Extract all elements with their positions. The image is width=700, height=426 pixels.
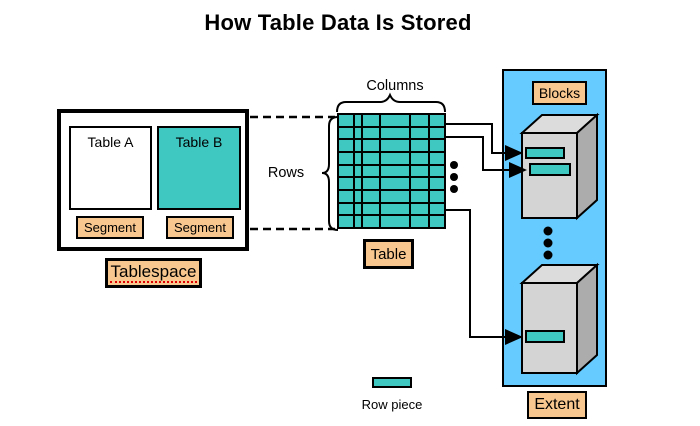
table-cell	[355, 140, 361, 151]
table-cell	[381, 153, 409, 164]
table-cell	[411, 216, 428, 227]
table-cell	[355, 203, 361, 215]
table-cell	[430, 140, 444, 151]
columns-brace	[336, 92, 446, 113]
table-cell	[363, 165, 379, 177]
segment-tag-b: Segment	[166, 216, 234, 239]
table-cell	[411, 140, 428, 151]
table-cell	[363, 178, 379, 189]
table-cell	[381, 191, 409, 202]
table-cell	[339, 216, 353, 227]
table-cell	[339, 127, 353, 139]
table-cell	[363, 203, 379, 215]
table-cell	[363, 127, 379, 139]
table-cell	[381, 127, 409, 139]
table-cell	[339, 191, 353, 202]
table-cell	[355, 127, 361, 139]
table-cell	[355, 153, 361, 164]
row-piece-swatch	[372, 377, 412, 388]
rows-brace	[321, 116, 339, 231]
table-cell	[355, 165, 361, 177]
table-cell	[430, 127, 444, 139]
table-cell	[339, 165, 353, 177]
table-cell	[339, 178, 353, 189]
tablespace-tag: Tablespace	[105, 258, 202, 288]
rows-annotation: Rows	[267, 165, 305, 181]
table-cell	[339, 115, 353, 126]
table-cell	[430, 178, 444, 189]
table-cell	[430, 203, 444, 215]
table-cell	[430, 115, 444, 126]
blocks-tag: Blocks	[532, 81, 587, 105]
table-cell	[363, 191, 379, 202]
table-cell	[411, 127, 428, 139]
row-piece-legend-label: Row piece	[361, 397, 423, 412]
table-cell	[430, 216, 444, 227]
table-cell	[381, 203, 409, 215]
table-cell	[411, 191, 428, 202]
table-cell	[339, 153, 353, 164]
table-tag: Table	[363, 239, 414, 269]
diagram-title: How Table Data Is Stored	[204, 10, 472, 35]
table-cell	[339, 203, 353, 215]
table-cell	[339, 140, 353, 151]
table-cell	[411, 153, 428, 164]
tablespace-tag-label: Tablespace	[110, 262, 197, 283]
table-cell	[363, 115, 379, 126]
table-cell	[355, 115, 361, 126]
table-cell	[363, 153, 379, 164]
columns-annotation: Columns	[366, 78, 424, 94]
table-cell	[411, 165, 428, 177]
table-cell	[363, 216, 379, 227]
table-cell	[411, 115, 428, 126]
tablespace-box: Table A Table B Segment Segment	[57, 109, 249, 251]
table-cell	[381, 140, 409, 151]
table-cell	[363, 140, 379, 151]
extent-container-box	[502, 69, 607, 387]
table-cell	[430, 191, 444, 202]
segment-tag-a: Segment	[76, 216, 144, 239]
table-cell	[381, 216, 409, 227]
table-ellipsis-icon	[450, 161, 458, 193]
table-b-label: Table B	[175, 134, 223, 150]
table-a-box: Table A	[69, 126, 152, 210]
table-cell	[411, 203, 428, 215]
table-cell	[355, 191, 361, 202]
table-grid	[337, 113, 446, 229]
table-a-label: Table A	[87, 134, 134, 150]
table-cell	[381, 165, 409, 177]
table-cell	[381, 178, 409, 189]
table-cell	[430, 153, 444, 164]
table-cell	[411, 178, 428, 189]
table-cell	[355, 178, 361, 189]
table-b-box: Table B	[157, 126, 241, 210]
table-cell	[430, 165, 444, 177]
table-cell	[381, 115, 409, 126]
table-cell	[355, 216, 361, 227]
extent-tag: Extent	[527, 391, 587, 419]
